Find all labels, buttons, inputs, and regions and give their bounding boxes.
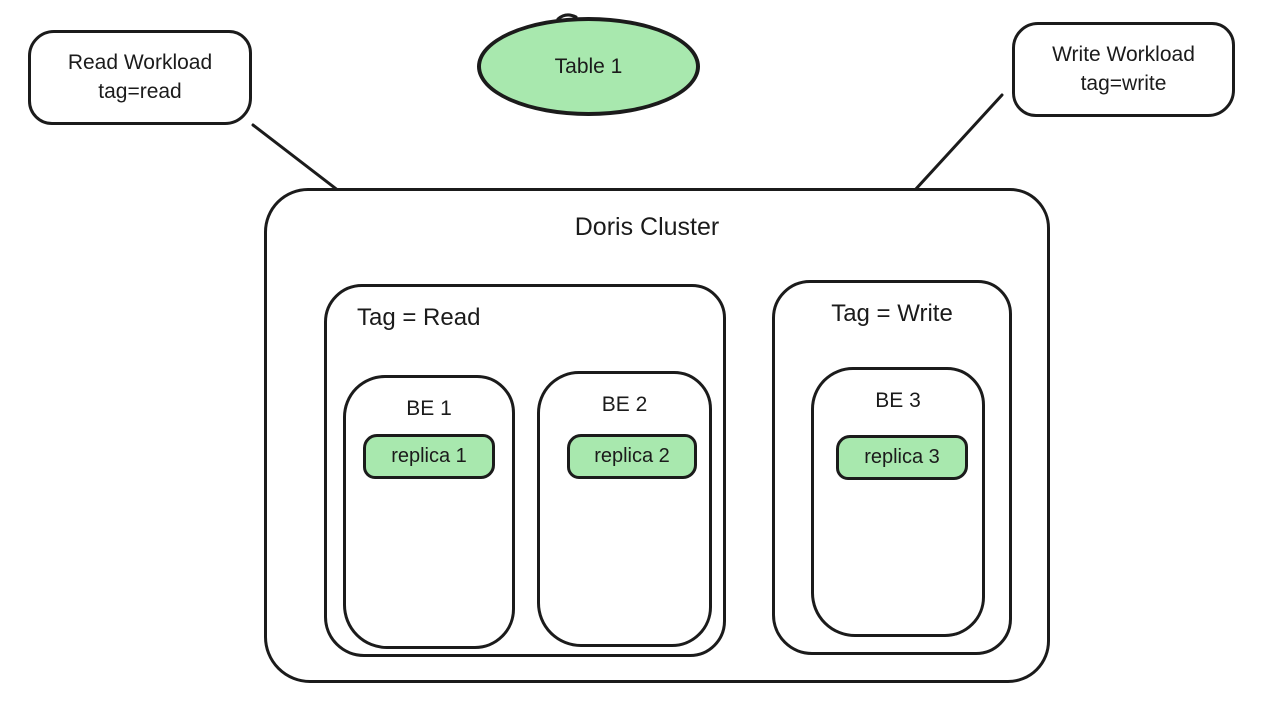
be2-label: BE 2 bbox=[601, 393, 648, 416]
write-workload-label: Write Workload bbox=[1052, 42, 1195, 66]
be3-node: BE 3 replica 3 bbox=[811, 367, 985, 637]
be3-label: BE 3 bbox=[875, 389, 921, 412]
doris-cluster-title: Doris Cluster bbox=[574, 213, 720, 241]
tag-write-container: Tag = Write BE 3 replica 3 bbox=[772, 280, 1012, 655]
doris-cluster-container: Doris Cluster Tag = Read BE 1 replica 1 … bbox=[264, 188, 1050, 683]
replica1-node: replica 1 bbox=[363, 434, 495, 479]
table1-node: Table 1 bbox=[477, 17, 700, 116]
be1-label: BE 1 bbox=[406, 397, 452, 420]
write-workload-tag: tag=write bbox=[1080, 71, 1167, 95]
be1-node: BE 1 replica 1 bbox=[343, 375, 515, 649]
read-workload-node: Read Workload tag=read bbox=[28, 30, 252, 125]
read-workload-tag: tag=read bbox=[98, 79, 182, 103]
be2-node: BE 2 replica 2 bbox=[537, 371, 712, 647]
tag-read-label: Tag = Read bbox=[357, 304, 481, 331]
tag-read-container: Tag = Read BE 1 replica 1 BE 2 replica 2 bbox=[324, 284, 726, 657]
table1-label: Table 1 bbox=[554, 54, 623, 78]
write-workload-node: Write Workload tag=write bbox=[1012, 22, 1235, 117]
replica3-node: replica 3 bbox=[836, 435, 968, 480]
tag-write-label: Tag = Write bbox=[831, 300, 953, 327]
read-workload-label: Read Workload bbox=[67, 50, 213, 74]
replica2-node: replica 2 bbox=[567, 434, 697, 479]
